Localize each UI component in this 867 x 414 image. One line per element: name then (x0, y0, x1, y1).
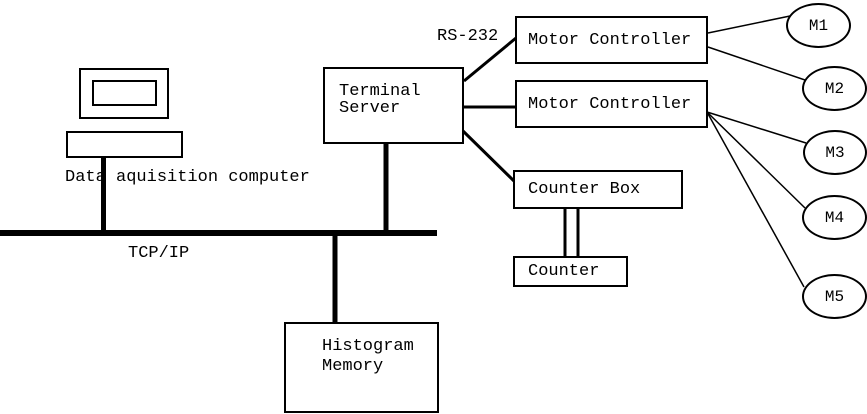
node-terminal-server: Terminal Server (323, 67, 464, 144)
ts-counter-box-link (461, 129, 518, 185)
computer-keyboard-icon (66, 131, 183, 158)
mc1-m1-link (707, 15, 791, 34)
computer-monitor-icon (79, 68, 169, 119)
node-histogram-memory: Histogram Memory (284, 322, 439, 413)
motor-node-m3: M3 (803, 130, 867, 175)
ts-motor-controller-1-link (463, 36, 517, 83)
motor-node-m2: M2 (802, 66, 867, 111)
tcpip-label: TCP/IP (128, 244, 190, 263)
motor-node-m1: M1 (786, 3, 851, 48)
mc2-m5-link (706, 111, 805, 288)
mc2-m3-link (706, 111, 807, 144)
node-motor-controller-1: Motor Controller (515, 16, 708, 64)
motor-node-m4: M4 (802, 195, 867, 240)
motor-node-m5: M5 (802, 274, 867, 319)
node-counter-box: Counter Box (513, 170, 683, 209)
mc2-m4-link (706, 111, 806, 209)
monitor-screen (92, 80, 157, 106)
rs232-label: RS-232 (437, 27, 499, 46)
node-motor-controller-2: Motor Controller (515, 80, 708, 128)
mc1-m2-link (707, 46, 806, 81)
node-counter: Counter (513, 256, 628, 287)
computer-label: Data aquisition computer (65, 168, 310, 187)
